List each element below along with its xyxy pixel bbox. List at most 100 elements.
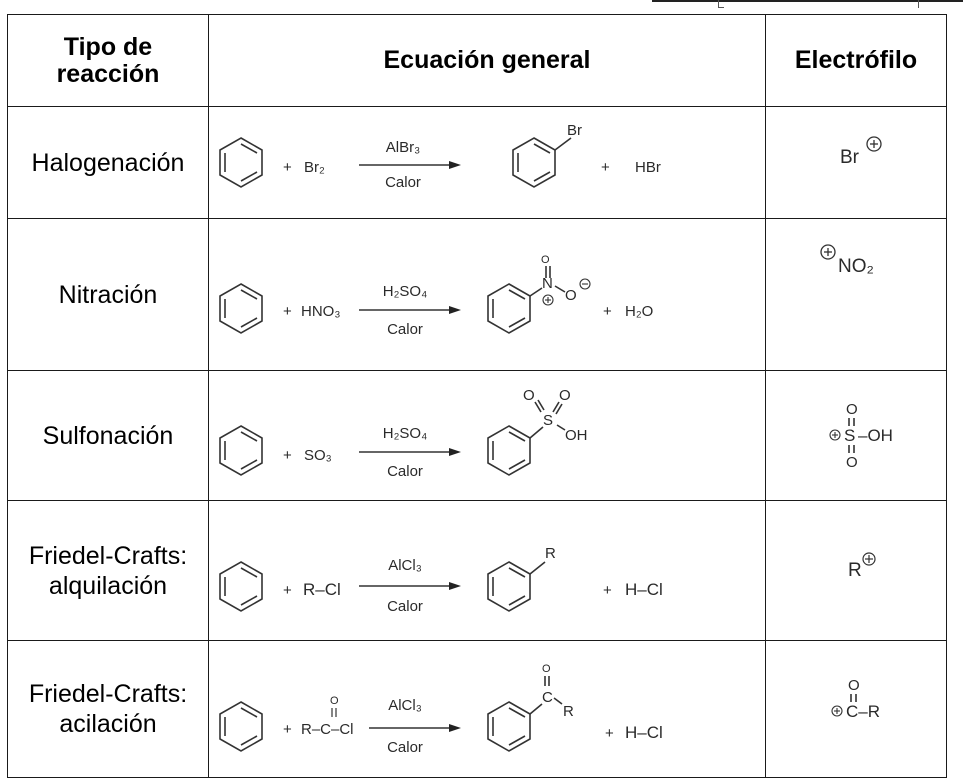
positive-charge-icon [831,704,843,717]
benzene-ring-product [487,399,566,476]
sulfonation-equation: + SO₃ H₂SO₄ Calor [219,387,588,480]
substituent-label: Br [567,122,582,139]
reaction-type-cell: Friedel-Crafts: acilación [7,640,209,778]
alkylation-equation: + R–Cl AlCl₃ Calor R + H–Cl [219,545,663,615]
reaction-arrow [359,160,461,169]
condition-label: Calor [387,739,423,756]
table-row: Sulfonación + SO₃ H₂SO₄ Calor [7,370,947,501]
substituent-label: R [545,545,556,562]
electrophile-structure: Br [840,135,882,168]
sulfonyl-oxygen-left: O [523,387,535,404]
electrophile-cell: O S –OH O [765,370,947,501]
reaction-arrow [359,305,461,314]
reagent-label: Br₂ [304,159,325,176]
plus-sign: + [283,303,292,320]
reaction-arrow [359,447,461,456]
electrophile-oxygen-top: O [846,401,858,418]
equation-cell: + SO₃ H₂SO₄ Calor [208,370,766,501]
table-row: Halogenación + Br₂ AlBr₃ Calor [7,106,947,219]
equation-cell: + O R–C–Cl AlCl₃ Calor [208,640,766,778]
substituent-r-label: R [563,703,574,720]
electrophile-cell: NO₂ [765,218,947,371]
byproduct-label: H₂O [625,303,653,320]
carbonyl-oxygen: O [542,663,551,675]
reagent-label: R–Cl [303,580,341,599]
electrophile-structure: O C–R [831,677,880,721]
electrophile-cell: Br [765,106,947,219]
benzene-ring-product [487,265,566,334]
electrophile-acylium: C–R [846,702,880,721]
table-row: Nitración + HNO₃ H₂SO₄ Calor [7,218,947,371]
acylation-equation: + O R–C–Cl AlCl₃ Calor [219,663,663,756]
benzene-ring-reactant [219,560,263,612]
reagent-label: HNO₃ [301,303,340,320]
reaction-type-cell: Friedel-Crafts: alquilación [7,500,209,641]
header-general-equation: Ecuación general [208,14,766,107]
positive-charge-icon [542,293,554,306]
equation-cell: + Br₂ AlBr₃ Calor Br + HBr [208,106,766,219]
electrophile-label: R [848,560,862,581]
byproduct-label: H–Cl [625,723,663,742]
plus-sign: + [603,582,612,599]
condition-label: Calor [385,174,421,191]
benzene-ring-reactant [219,136,263,188]
nitro-nitrogen: N [542,275,553,292]
benzene-ring-reactant [219,282,263,334]
reagent-label: R–C–Cl [301,721,354,738]
equation-cell: + HNO₃ H₂SO₄ Calor O [208,218,766,371]
electrophile-hydroxyl: –OH [858,426,893,445]
catalyst-label: H₂SO₄ [383,283,427,300]
condition-label: Calor [387,321,423,338]
reaction-arrow [369,723,461,732]
acyl-oxygen: O [330,695,339,707]
table-row: Friedel-Crafts: acilación + O R–C–Cl AlC… [7,640,947,778]
reaction-type-cell: Nitración [7,218,209,371]
catalyst-label: AlBr₃ [386,139,420,156]
catalyst-label: H₂SO₄ [383,425,427,442]
plus-sign: + [603,303,612,320]
plus-sign: + [283,721,292,738]
plus-sign: + [283,159,292,176]
reaction-type-cell: Sulfonación [7,370,209,501]
positive-charge-icon [829,428,841,441]
condition-label: Calor [387,463,423,480]
benzene-ring-reactant [219,424,263,476]
nitro-oxygen-top: O [541,254,550,266]
electrophile-cell: R [765,500,947,641]
page-top-mark [718,0,724,8]
halogenation-equation: + Br₂ AlBr₃ Calor Br + HBr [219,122,661,191]
byproduct-label: H–Cl [625,580,663,599]
electrophile-cell: O C–R [765,640,947,778]
benzene-ring-product [512,136,572,188]
plus-sign: + [283,447,292,464]
positive-charge-icon [820,243,836,260]
benzene-ring-product [487,560,546,612]
negative-charge-icon [579,277,591,290]
electrophile-oxygen: O [848,677,860,694]
plus-sign: + [283,582,292,599]
page-top-mark-2 [918,0,919,8]
header-electrophile: Electrófilo [765,14,947,107]
plus-sign: + [605,725,614,742]
reaction-arrow [359,581,461,590]
header-row: Tipo de reacción Ecuación general Electr… [7,14,947,107]
page-top-rule [652,0,963,2]
electrophile-label: Br [840,147,860,168]
plus-sign: + [601,159,610,176]
reaction-type-cell: Halogenación [7,106,209,219]
reagent-label: SO₃ [304,447,332,464]
electrophile-structure: O S –OH O [829,401,893,471]
electrophile-structure: R [848,551,876,581]
hydroxyl-label: OH [565,427,588,444]
catalyst-label: AlCl₃ [388,697,422,714]
positive-charge-icon [862,551,876,566]
catalyst-label: AlCl₃ [388,557,422,574]
sulfur-atom: S [543,412,553,429]
electrophile-structure: NO₂ [820,243,874,277]
equation-cell: + R–Cl AlCl₃ Calor R + H–Cl [208,500,766,641]
electrophile-oxygen-bottom: O [846,454,858,471]
sulfonyl-oxygen-right: O [559,387,571,404]
byproduct-label: HBr [635,159,661,176]
nitro-oxygen-right: O [565,287,577,304]
condition-label: Calor [387,598,423,615]
